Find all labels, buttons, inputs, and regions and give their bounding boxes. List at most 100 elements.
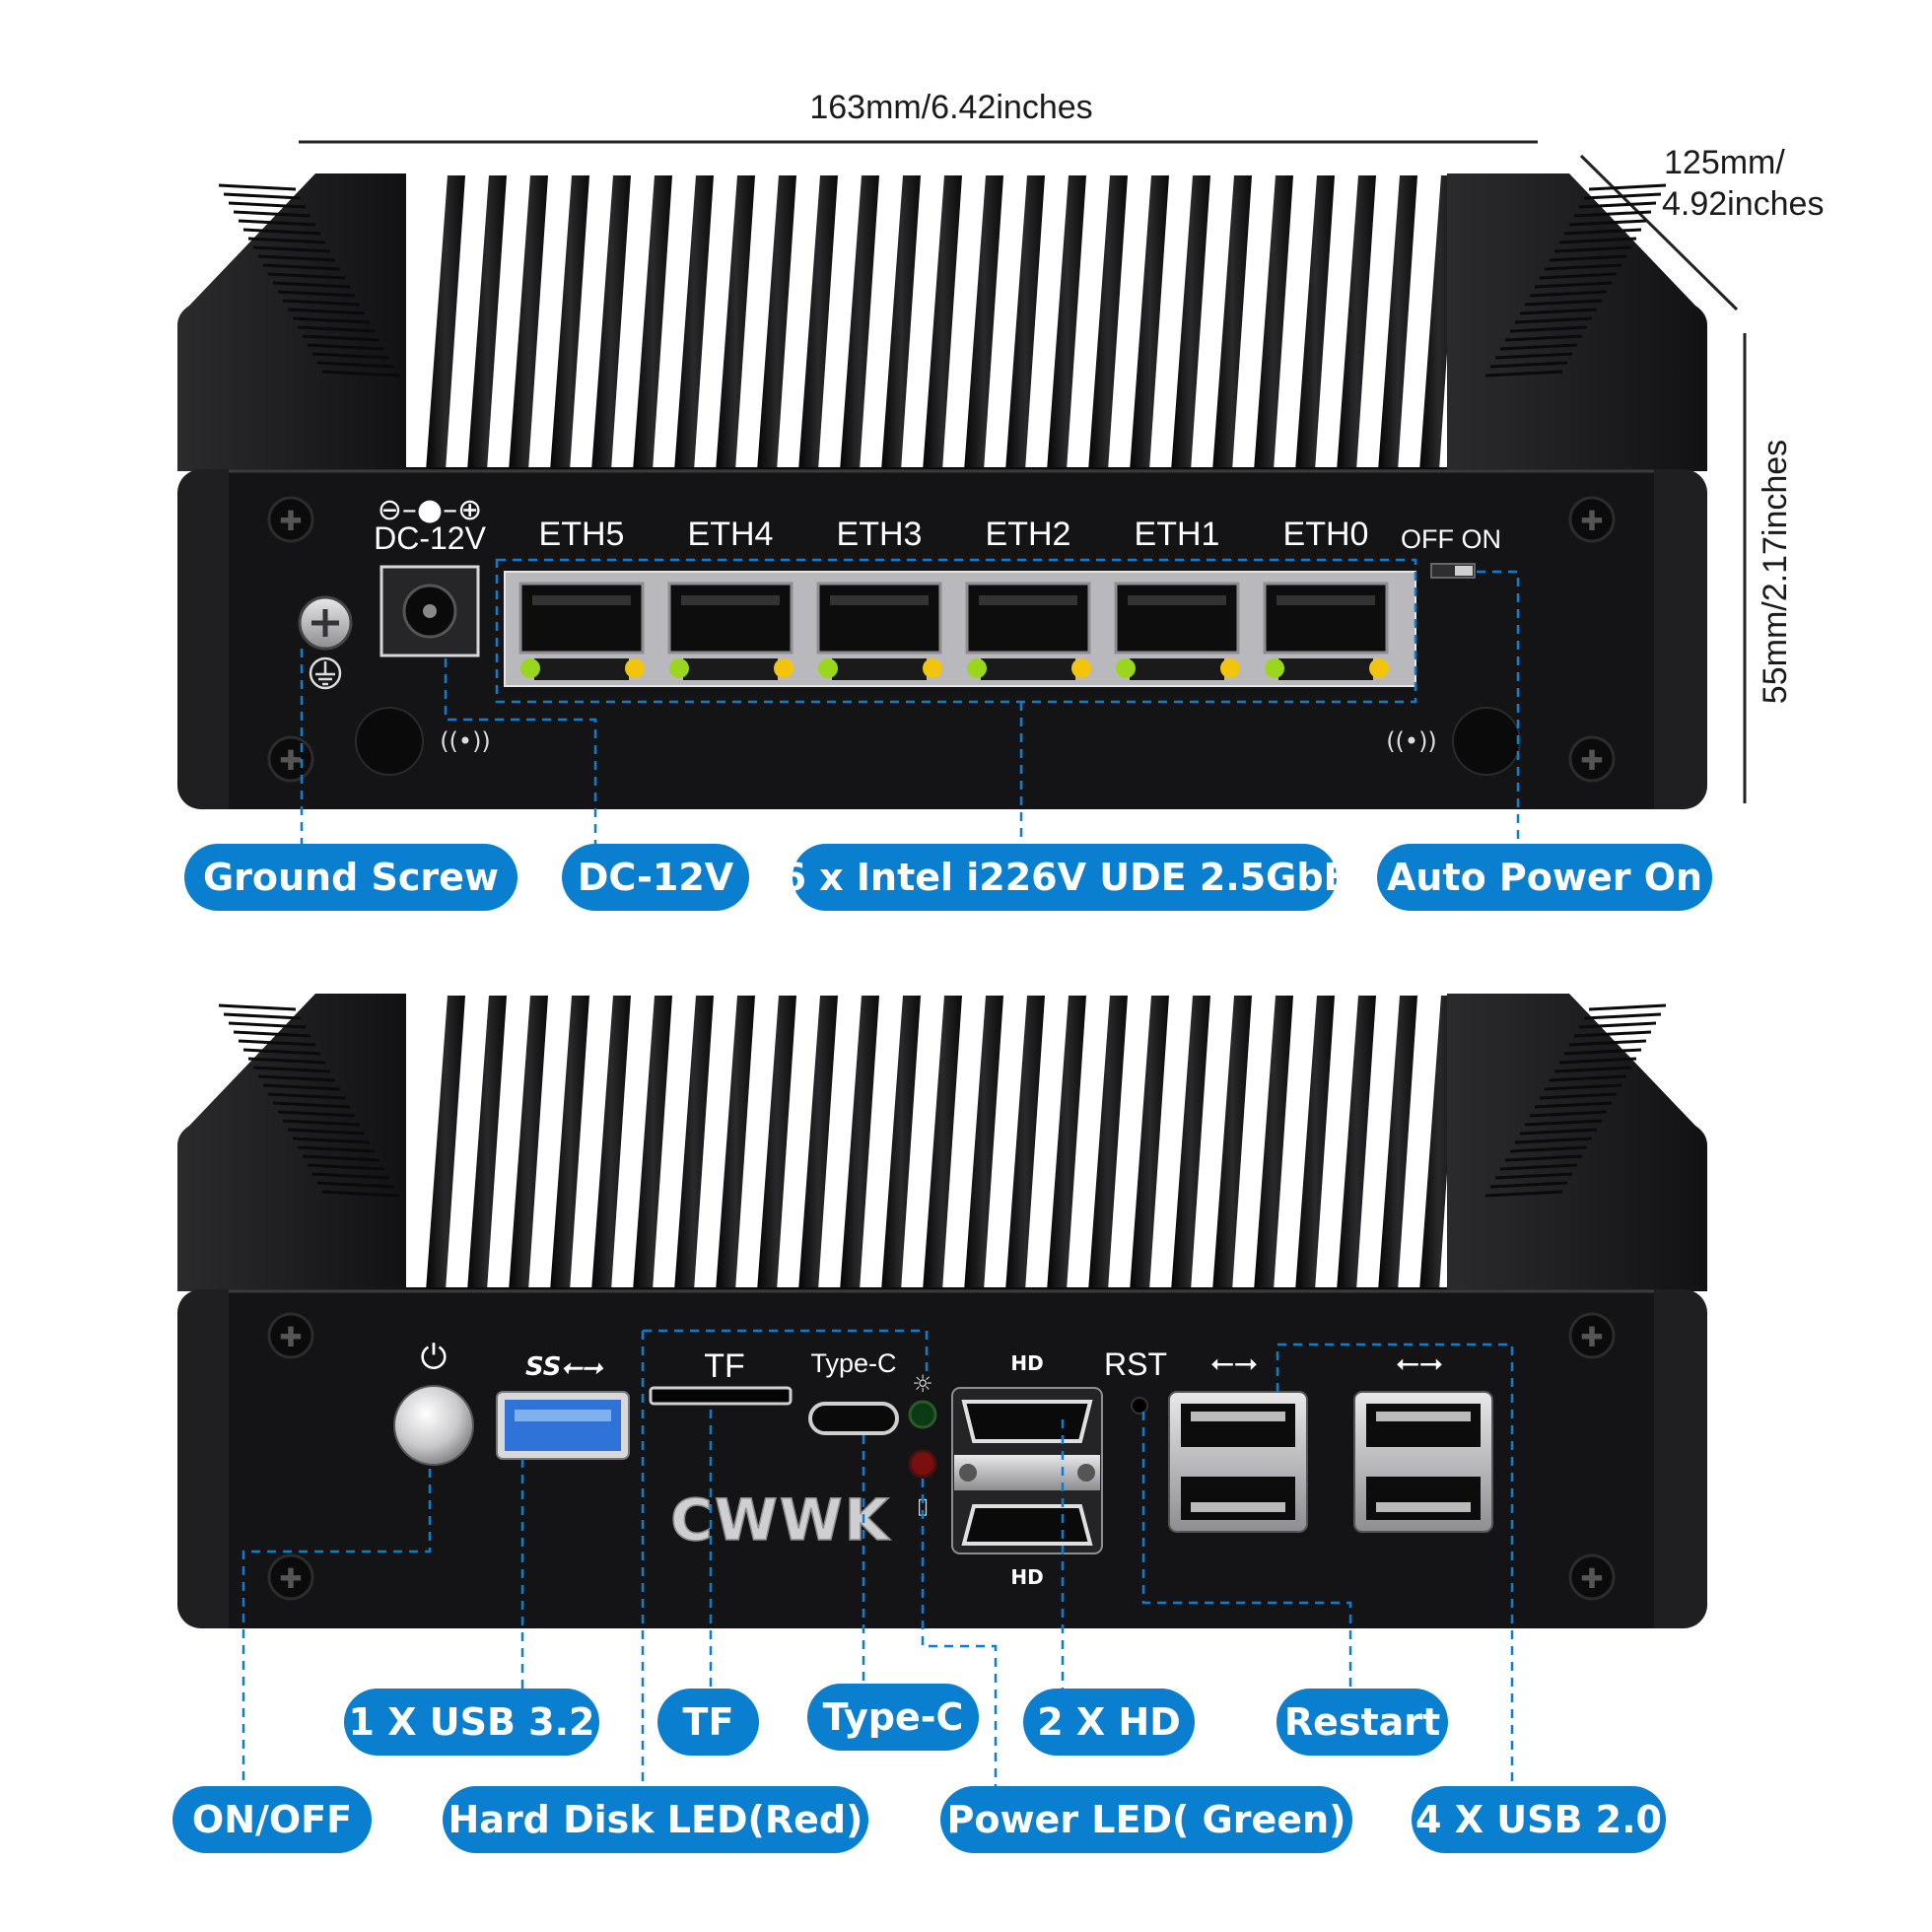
- heatsink-fin: [964, 996, 1003, 1291]
- heatsink-fin: [1254, 175, 1293, 471]
- callout-leader-line: [921, 1479, 998, 1786]
- heatsink-fin: [633, 175, 672, 471]
- svg-text:✚: ✚: [279, 744, 302, 777]
- svg-text:✚: ✚: [279, 1562, 302, 1595]
- bottom-side-vents: [218, 1003, 1667, 1198]
- svg-text:✚: ✚: [1580, 505, 1603, 537]
- heatsink-fin: [1337, 996, 1376, 1291]
- bottom-heatsink-fins: [406, 996, 1500, 1295]
- callout-usb20: 4 X USB 2.0: [1412, 1786, 1666, 1853]
- callout-auto-power-on: Auto Power On: [1377, 844, 1712, 911]
- depth-dimension-line1: 125mm/: [1664, 144, 1785, 181]
- heatsink-fin: [1212, 175, 1252, 471]
- heatsink-fin: [716, 996, 755, 1291]
- antenna-mount-right: [1452, 707, 1521, 776]
- heatsink-fin: [674, 996, 714, 1291]
- heatsink-fin: [467, 175, 507, 471]
- heatsink-fin: [757, 996, 796, 1291]
- heatsink-fin: [674, 175, 714, 471]
- heatsink-fin: [1005, 175, 1045, 471]
- heatsink-fin: [1171, 996, 1210, 1291]
- callout-leader-line: [1477, 570, 1520, 844]
- eth-port-label: ETH1: [1135, 516, 1220, 553]
- usb20-port-group: [1168, 1391, 1493, 1533]
- heatsink-fin: [798, 175, 838, 471]
- activity-led: [625, 658, 645, 678]
- heatsink-fin: [550, 996, 589, 1291]
- heatsink-fin: [881, 175, 921, 471]
- heatsink-fin: [1171, 175, 1210, 471]
- hdd-led: [908, 1449, 937, 1479]
- heatsink-fin: [923, 175, 962, 471]
- callout-onoff: ON/OFF: [172, 1786, 372, 1853]
- callout-dc12v: DC-12V: [562, 844, 749, 911]
- heatsink-fin: [757, 175, 796, 471]
- ethernet-port: [518, 582, 645, 655]
- heatsink-fin: [1337, 175, 1376, 471]
- panel-screw-icon: ✚ ✚ ✚ ✚: [267, 1312, 1616, 1601]
- heatsink-fin: [426, 175, 465, 471]
- callout-leader-line: [1141, 1412, 1352, 1689]
- link-led: [818, 658, 838, 678]
- ethernet-port: [1263, 582, 1389, 655]
- heatsink-fin: [467, 996, 507, 1291]
- ethernet-port: [965, 582, 1091, 655]
- tf-card-slot: [649, 1386, 793, 1406]
- callout-leader-line: [495, 558, 1417, 704]
- usb-icon: ⭠⭢: [1210, 1346, 1258, 1380]
- activity-led: [1071, 658, 1091, 678]
- ethernet-port: [667, 582, 794, 655]
- eth-port-label: ETH3: [837, 516, 923, 553]
- rst-panel-label: RST: [1104, 1346, 1167, 1382]
- link-led: [669, 658, 689, 678]
- hd-icon: HD: [1010, 1351, 1043, 1375]
- heatsink-fin: [798, 996, 838, 1291]
- ethernet-port: [1114, 582, 1240, 655]
- heatsink-fin: [1130, 996, 1169, 1291]
- heatsink-fin: [1047, 175, 1086, 471]
- usb32-port: [496, 1391, 630, 1460]
- svg-text:✚: ✚: [1580, 1562, 1603, 1595]
- link-led: [967, 658, 987, 678]
- svg-text:✚: ✚: [279, 1321, 302, 1353]
- usb-ss-icon: SS⭠⭢: [525, 1352, 604, 1382]
- activity-led: [923, 658, 942, 678]
- top-heatsink-fins: [406, 175, 1500, 475]
- heatsink-fin: [881, 996, 921, 1291]
- power-button[interactable]: [393, 1385, 474, 1466]
- power-symbol-icon: ⏻: [421, 1338, 448, 1377]
- dc-jack-port: ⊖–●–⊕ DC-12V: [374, 493, 487, 657]
- callout-leader-line: [242, 1469, 432, 1786]
- usb20-port: [1181, 1404, 1295, 1447]
- tf-panel-label: TF: [704, 1347, 745, 1385]
- heatsink-fin: [923, 996, 962, 1291]
- callout-typec: Type-C: [807, 1684, 979, 1751]
- heatsink-fin: [1378, 996, 1417, 1291]
- hd-icon: HD: [1010, 1565, 1043, 1589]
- typec-panel-label: Type-C: [810, 1348, 896, 1378]
- auto-power-switch-label: OFF ON: [1401, 524, 1501, 554]
- brand-logo: CWWK: [670, 1486, 891, 1553]
- hd-port-stack: HD HD: [951, 1351, 1103, 1589]
- reset-pinhole[interactable]: [1131, 1397, 1148, 1414]
- link-led: [520, 658, 540, 678]
- heatsink-fin: [964, 175, 1003, 471]
- heatsink-fin: [1005, 996, 1045, 1291]
- wifi-antenna-icon: ((•)): [440, 727, 491, 755]
- hdd-led-icon: ▯: [917, 1494, 929, 1519]
- link-led: [1116, 658, 1136, 678]
- heatsink-fin: [1295, 175, 1335, 471]
- heatsink-fin: [1047, 996, 1086, 1291]
- usb20-port: [1181, 1477, 1295, 1520]
- heatsink-fin: [840, 175, 879, 471]
- callout-hd: 2 X HD: [1023, 1689, 1195, 1756]
- dimension-markers: 163mm/6.42inches 125mm/ 4.92inches 55mm/…: [299, 89, 1824, 803]
- svg-text:✚: ✚: [279, 505, 302, 537]
- antenna-mount-left: [355, 707, 424, 776]
- activity-led: [774, 658, 794, 678]
- heatsink-fin: [1212, 996, 1252, 1291]
- callout-restart: Restart: [1276, 1689, 1448, 1756]
- callout-usb32: 1 X USB 3.2: [344, 1689, 599, 1756]
